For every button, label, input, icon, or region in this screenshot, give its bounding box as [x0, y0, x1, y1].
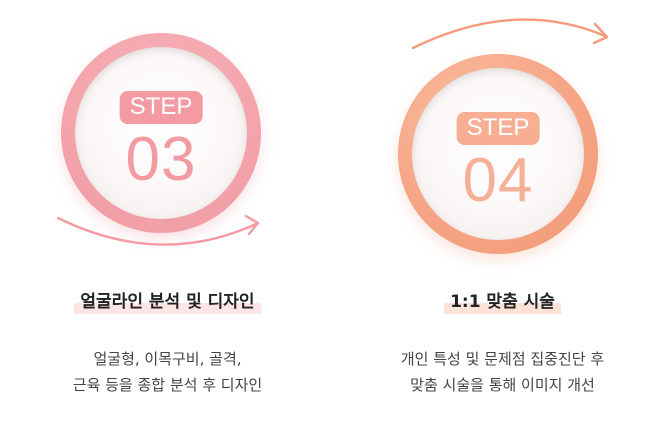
step-03-inner-disc: STEP 03 [75, 47, 247, 219]
step-04-inner-disc: STEP 04 [412, 68, 584, 240]
step-03-circle: STEP 03 [61, 33, 261, 233]
step-04-badge: STEP [456, 112, 540, 145]
step-03-desc-line-2: 근육 등을 종합 분석 후 디자인 [72, 376, 263, 394]
step-03-title: 얼굴라인 분석 및 디자인 [74, 290, 261, 314]
curved-arrow-right-icon [411, 18, 609, 50]
step-04-circle: STEP 04 [398, 54, 598, 254]
step-03-description: 얼굴형, 이목구비, 골격, 근육 등을 종합 분석 후 디자인 [0, 346, 335, 398]
step-03-title-wrap: 얼굴라인 분석 및 디자인 [0, 290, 335, 314]
step-03-number: 03 [125, 125, 197, 194]
step-04-desc-line-2: 맞춤 시술을 통해 이미지 개선 [410, 376, 595, 394]
curved-arrow-right-icon [56, 214, 260, 246]
step-03-title-text: 얼굴라인 분석 및 디자인 [80, 292, 255, 312]
step-04-title-highlight [444, 303, 561, 314]
step-04-desc-line-1: 개인 특성 및 문제점 집중진단 후 [400, 350, 605, 368]
step-04-card: STEP 04 1:1 맞춤 시술 개인 특성 및 문제점 집중진단 후 맞춤 … [335, 0, 670, 444]
step-04-title: 1:1 맞춤 시술 [444, 290, 561, 314]
step-03-badge: STEP [119, 91, 203, 124]
step-04-description: 개인 특성 및 문제점 집중진단 후 맞춤 시술을 통해 이미지 개선 [335, 346, 670, 398]
step-04-title-wrap: 1:1 맞춤 시술 [335, 290, 670, 314]
step-03-title-highlight [74, 303, 261, 314]
step-04-title-text: 1:1 맞춤 시술 [450, 292, 555, 312]
step-03-desc-line-1: 얼굴형, 이목구비, 골격, [93, 350, 242, 368]
step-04-number: 04 [462, 146, 534, 215]
step-03-card: STEP 03 얼굴라인 분석 및 디자인 얼굴형, 이목구비, 골격, 근육 … [0, 33, 335, 398]
